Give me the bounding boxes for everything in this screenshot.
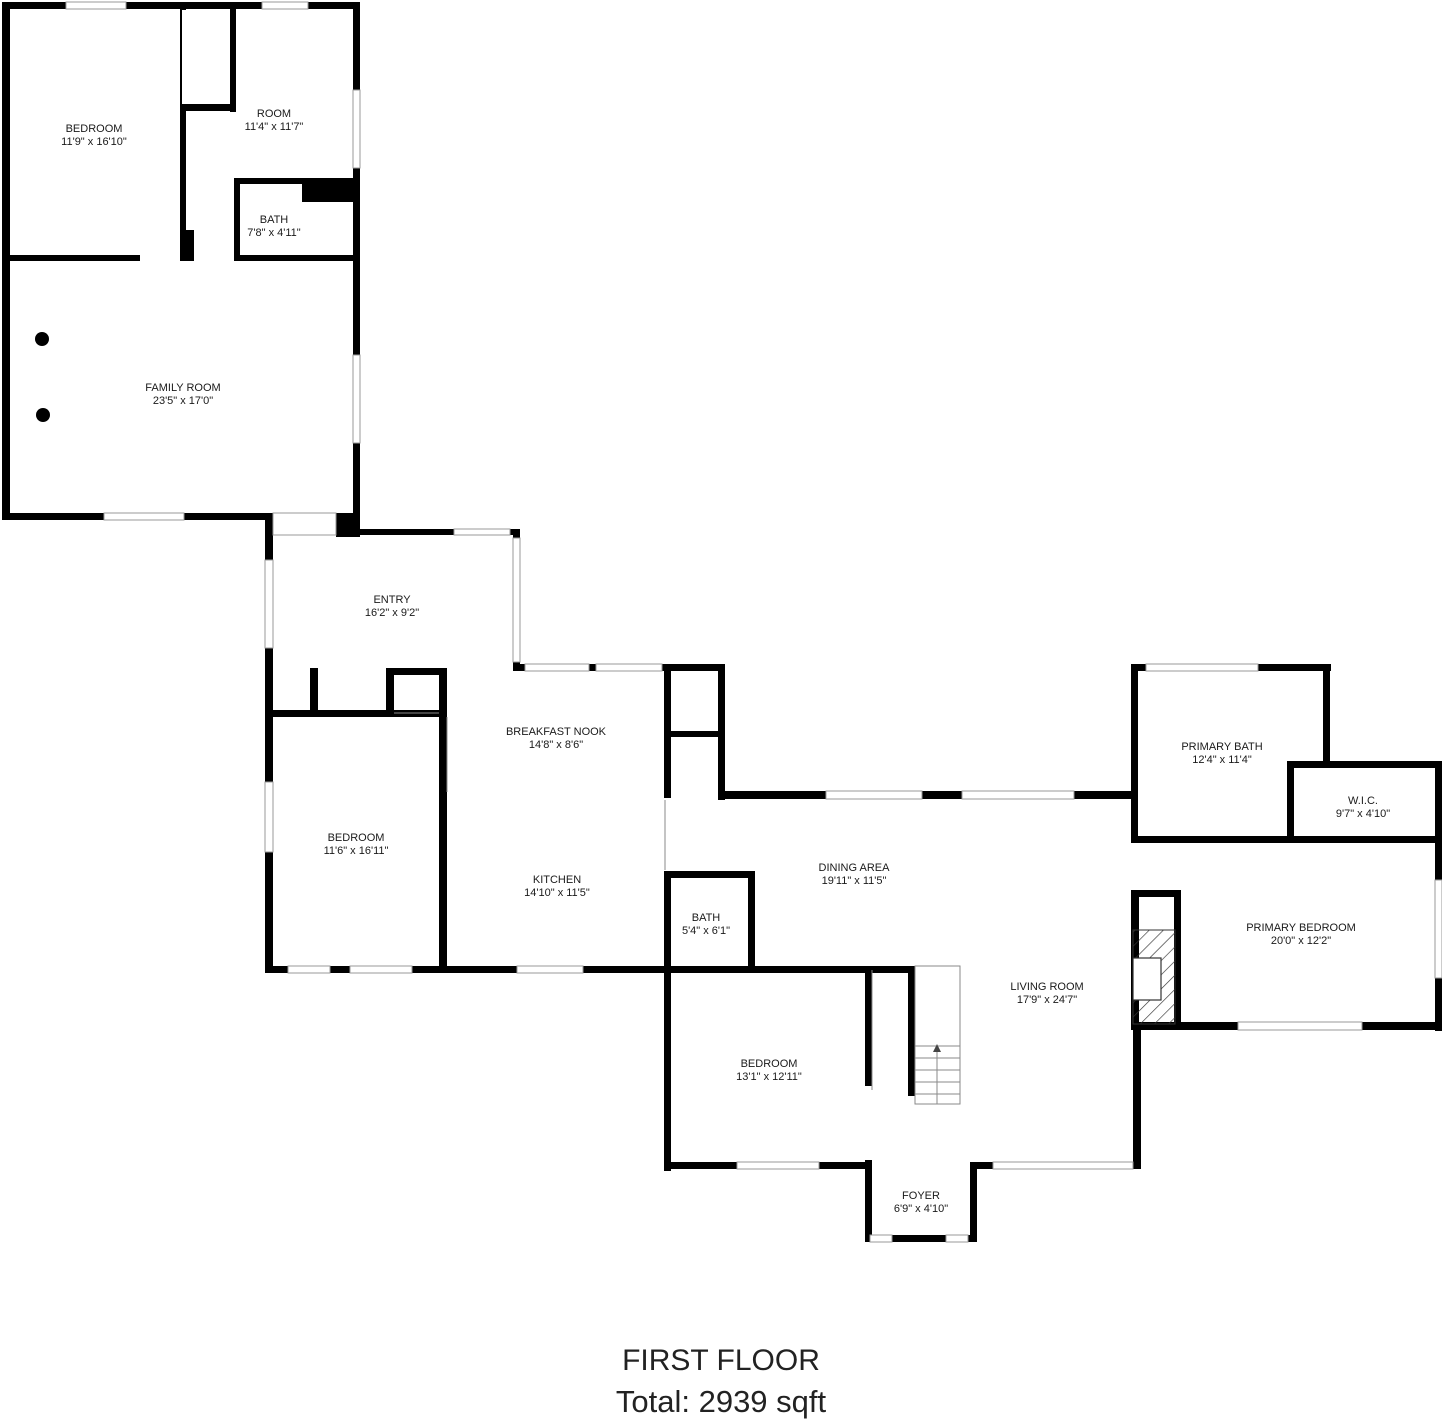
room-dims-foyer: 6'9" x 4'10" [894,1203,948,1215]
room-name-bath-upper: BATH [260,214,289,226]
room-dims-wic: 9'7" x 4'10" [1336,808,1390,820]
room-dims-bath-upper: 7'8" x 4'11" [247,227,300,239]
room-name-bedroom-south: BEDROOM [741,1058,798,1070]
room-name-foyer: FOYER [902,1190,940,1202]
windows-upper-wing [65,1,361,521]
room-dims-dining-area: 19'11" x 11'5" [822,875,887,887]
room-dims-bath-center: 5'4" x 6'1" [682,925,730,937]
room-name-bedroom-west: BEDROOM [328,832,385,844]
room-dims-family-room: 23'5" x 17'0" [153,395,213,407]
room-name-family-room: FAMILY ROOM [145,382,220,394]
room-name-dining-area: DINING AREA [819,862,891,874]
column-icon [36,408,50,422]
thin-partitions [394,712,873,1090]
room-dims-primary-bath: 12'4" x 11'4" [1192,754,1252,766]
walls-upper-wing [2,2,360,530]
room-name-primary-bedroom: PRIMARY BEDROOM [1246,922,1356,934]
room-dims-kitchen: 14'10" x 11'5" [524,887,590,899]
room-name-wic: W.I.C. [1348,795,1378,807]
room-labels: BEDROOM 11'9" x 16'10" ROOM 11'4" x 11'7… [61,108,1390,1215]
room-dims-bedroom-west: 11'6" x 16'11" [324,845,389,857]
room-dims-room: 11'4" x 11'7" [245,121,304,133]
windows-main [264,512,1442,1243]
room-name-room: ROOM [257,108,291,120]
room-dims-bedroom-south: 13'1" x 12'11" [736,1071,802,1083]
room-name-entry: ENTRY [373,594,411,606]
room-dims-living-room: 17'9" x 24'7" [1017,994,1077,1006]
column-icon [35,332,49,346]
room-dims-entry: 16'2" x 9'2" [365,607,419,619]
room-name-living-room: LIVING ROOM [1010,981,1083,993]
room-name-bedroom-nw: BEDROOM [66,123,123,135]
room-dims-primary-bedroom: 20'0" x 12'2" [1271,935,1331,947]
fireplace-icon [1132,929,1176,1025]
room-name-kitchen: KITCHEN [533,874,581,886]
stairs-icon [914,965,961,1105]
room-dims-breakfast-nook: 14'8" x 8'6" [529,739,583,751]
room-name-bath-center: BATH [692,912,721,924]
room-name-breakfast-nook: BREAKFAST NOOK [506,726,607,738]
room-dims-bedroom-nw: 11'9" x 16'10" [61,136,127,148]
room-name-primary-bath: PRIMARY BATH [1181,741,1262,753]
floor-total-area: Total: 2939 sqft [615,1384,827,1419]
floor-title: FIRST FLOOR [622,1344,820,1377]
